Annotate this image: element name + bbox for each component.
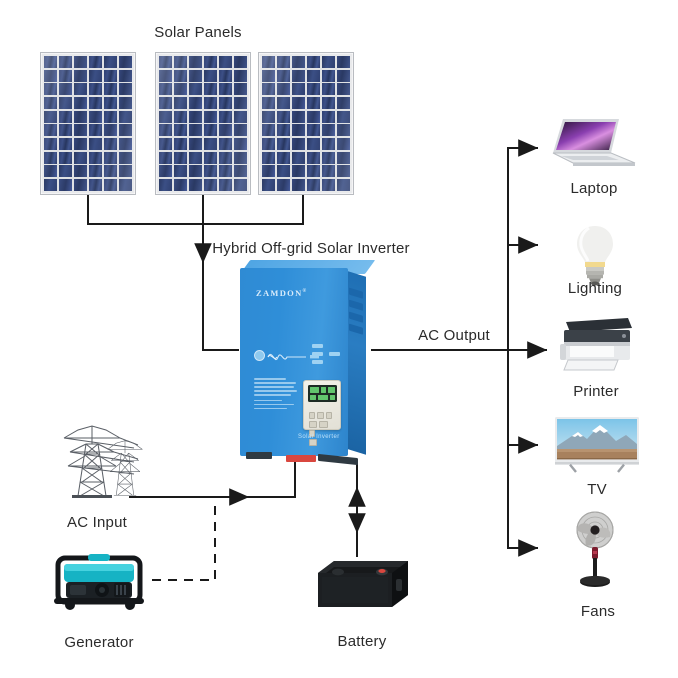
battery-label: Battery xyxy=(337,633,387,650)
inverter-connector-battery xyxy=(286,455,316,462)
solar-panel-cells xyxy=(262,56,350,191)
inverter-title: Hybrid Off-grid Solar Inverter xyxy=(212,240,410,257)
pedestal-fan-icon xyxy=(576,511,614,587)
inverter-front-face: ZAMDON® xyxy=(240,268,348,456)
generator-label: Generator xyxy=(64,634,134,651)
battery-icon xyxy=(318,561,408,607)
ac-input-label: AC Input xyxy=(67,514,127,531)
solar-panel-cells xyxy=(159,56,247,191)
lcd-screen xyxy=(307,385,337,402)
generator-icon xyxy=(54,554,144,610)
lcd-button[interactable] xyxy=(319,421,328,428)
inverter-brand: ZAMDON® xyxy=(256,288,308,298)
lcd-button-row-2[interactable] xyxy=(308,415,336,451)
tv-label: TV xyxy=(587,481,607,498)
inverter-connector-left xyxy=(246,452,272,459)
inverter-spec-label xyxy=(254,378,300,418)
lcd-button[interactable] xyxy=(317,412,324,419)
laptop-icon xyxy=(552,119,636,166)
lcd-button[interactable] xyxy=(308,421,318,428)
inverter-lcd-panel[interactable] xyxy=(303,380,341,446)
transmission-tower-icon xyxy=(63,425,143,498)
solar-panels-title: Solar Panels xyxy=(154,24,242,41)
solar-panel-3 xyxy=(258,52,354,195)
wire-generator-dashed xyxy=(152,500,216,581)
fans-label: Fans xyxy=(580,603,616,620)
solar-panel-cells xyxy=(44,56,132,191)
lcd-button[interactable] xyxy=(325,412,333,419)
lcd-button[interactable] xyxy=(308,439,318,446)
wire-ac-input-riser xyxy=(247,462,296,498)
laptop-label: Laptop xyxy=(570,180,618,197)
television-icon xyxy=(555,417,639,473)
inverter-subtitle: Solar Inverter xyxy=(298,434,340,440)
ac-output-label: AC Output xyxy=(418,327,490,344)
inverter-status-leds xyxy=(312,344,346,368)
inverter-indicator-dot xyxy=(254,350,265,361)
light-bulb-icon xyxy=(577,226,613,286)
inverter-waveform-graphic xyxy=(267,353,319,361)
printer-label: Printer xyxy=(573,383,619,400)
hybrid-solar-inverter: ZAMDON® xyxy=(232,258,376,466)
lcd-button[interactable] xyxy=(308,430,316,437)
lcd-button[interactable] xyxy=(308,412,316,419)
wire-pv-to-inverter xyxy=(202,261,239,351)
solar-panel-2 xyxy=(155,52,251,195)
printer-icon xyxy=(560,318,632,371)
lcd-button-row-1[interactable] xyxy=(308,406,336,442)
lighting-label: Lighting xyxy=(567,280,623,297)
solar-panel-1 xyxy=(40,52,136,195)
